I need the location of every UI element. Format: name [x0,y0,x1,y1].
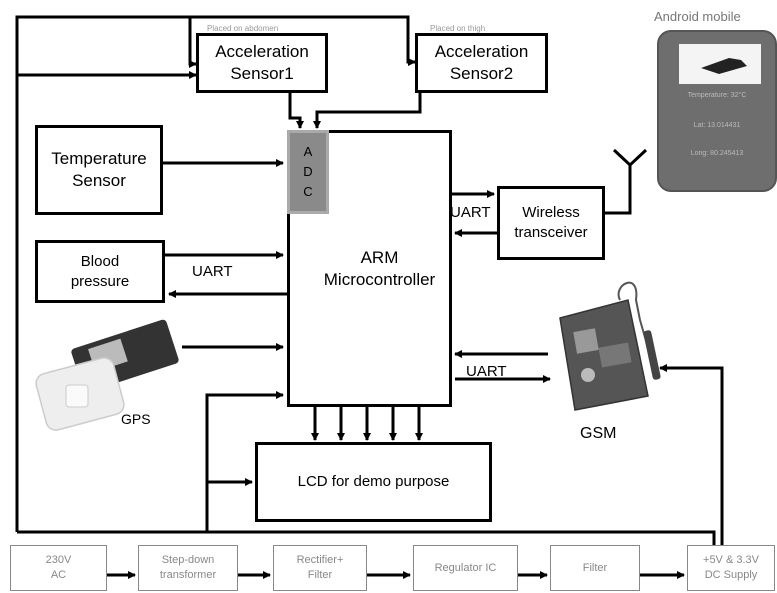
accel-sensor-2-label: Acceleration Sensor2 [435,41,529,85]
accel2-note: Placed on thigh [430,24,485,33]
car-icon [679,44,761,84]
antenna-mast [603,165,630,213]
wireless-transceiver-block: Wireless transceiver [497,186,605,260]
power-chain-label: 230V AC [46,553,72,583]
arm-microcontroller-label: ARM Microcontroller [324,247,435,291]
adc-block: A D C [287,130,329,214]
phone-screen [679,44,761,84]
accel1-note: Placed on abdomen [207,24,278,33]
accel2-to-adc [317,93,420,128]
lcd-block: LCD for demo purpose [255,442,492,522]
lcd-label: LCD for demo purpose [298,472,450,492]
dc-to-gsm [660,368,722,545]
android-mobile-title: Android mobile [654,9,741,24]
wireless-transceiver-label: Wireless transceiver [514,203,587,243]
temperature-sensor-label: Temperature Sensor [51,148,146,192]
rectifier-filter-block: Rectifier+ Filter [273,545,367,591]
power-source-block: 230V AC [10,545,107,591]
blood-pressure-label: Blood pressure [71,252,129,292]
adc-letter: A [304,142,313,162]
dc-return [17,532,714,545]
gsm-board-image [560,283,661,410]
phone-reading: Lat: 13.014431 [659,122,775,129]
step-down-transformer-block: Step-down transformer [138,545,238,591]
power-chain-label: Regulator IC [435,561,497,576]
accel1-to-adc [290,93,300,128]
filter-block: Filter [550,545,640,591]
uart-wireless-label: UART [450,203,491,223]
gps-module-image [34,319,180,433]
dc-supply-block: +5V & 3.3V DC Supply [687,545,775,591]
power-chain-label: Rectifier+ Filter [297,553,344,583]
gsm-label: GSM [580,425,616,443]
uart-bp-label: UART [192,262,233,282]
uart-gsm-label: UART [466,362,507,382]
blood-pressure-block: Blood pressure [35,240,165,303]
temperature-sensor-block: Temperature Sensor [35,125,163,215]
android-phone: Temperature: 32°C Lat: 13.014431 Long: 8… [657,30,777,192]
power-chain-label: Filter [583,561,607,576]
accel-sensor-1-block: Acceleration Sensor1 [196,33,328,93]
adc-letter: C [303,182,312,202]
gps-label: GPS [121,411,151,427]
accel-sensor-1-label: Acceleration Sensor1 [215,41,309,85]
antenna-v [614,150,646,165]
phone-reading: Temperature: 32°C [659,92,775,99]
power-chain-label: Step-down transformer [160,553,216,583]
phone-reading: Long: 80.245413 [659,150,775,157]
power-chain-label: +5V & 3.3V DC Supply [703,553,759,583]
accel-sensor-2-block: Acceleration Sensor2 [415,33,548,93]
adc-letter: D [303,162,312,182]
regulator-ic-block: Regulator IC [413,545,518,591]
